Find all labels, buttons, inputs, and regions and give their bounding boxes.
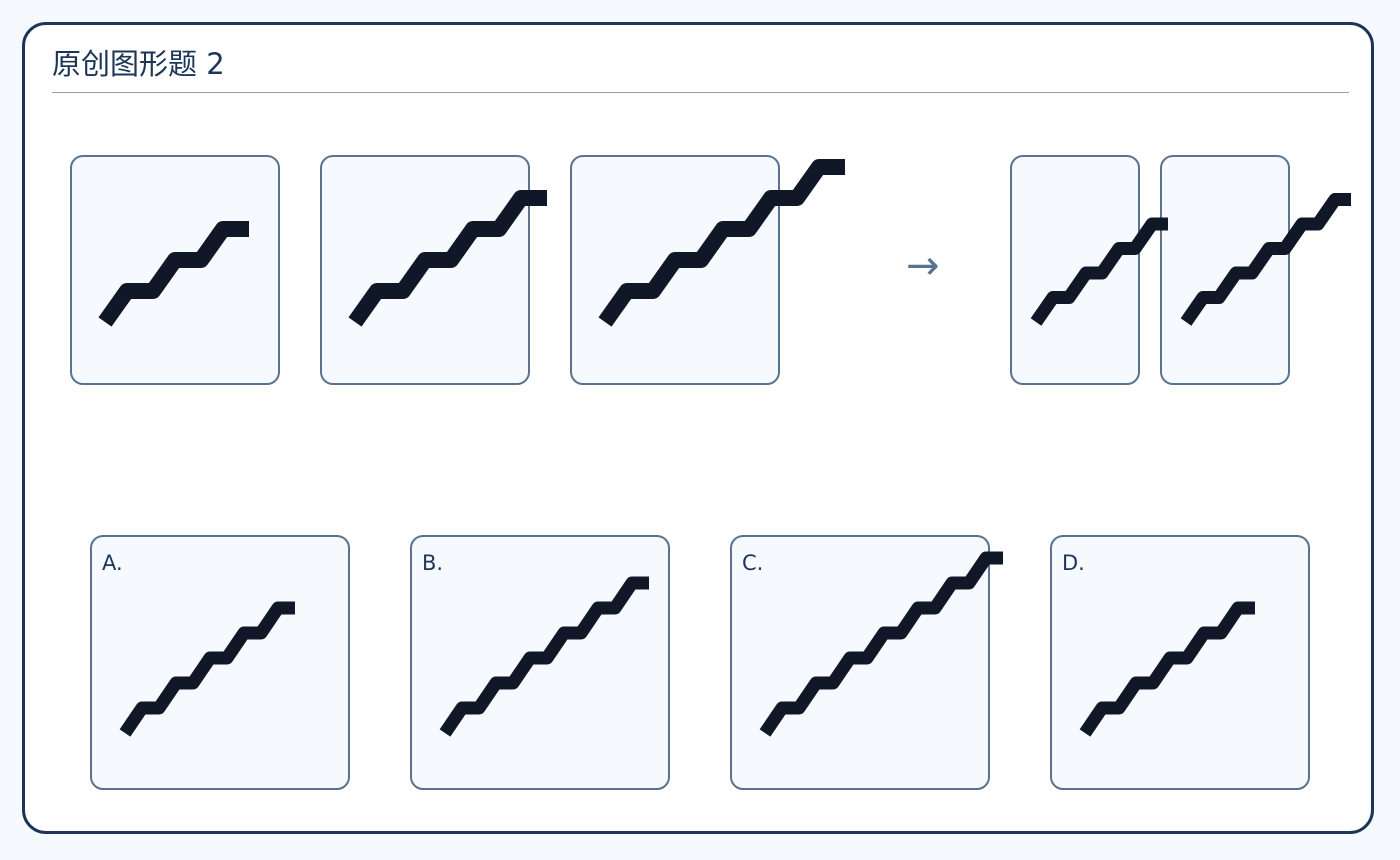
- option-d-panel[interactable]: [1050, 535, 1310, 790]
- sequence-arrow: →: [906, 243, 940, 289]
- sequence-panel-2: [320, 155, 530, 385]
- sequence-panel-1: [70, 155, 280, 385]
- option-c-label: C.: [742, 551, 764, 575]
- sequence-panel-4: [1010, 155, 1140, 385]
- sequence-panel-5: [1160, 155, 1290, 385]
- option-c-panel[interactable]: [730, 535, 990, 790]
- puzzle-title: 原创图形题 2: [52, 47, 225, 81]
- option-b-panel[interactable]: [410, 535, 670, 790]
- option-a-label: A.: [102, 551, 123, 575]
- title-divider: [52, 92, 1349, 93]
- option-a-panel[interactable]: [90, 535, 350, 790]
- sequence-panel-3: [570, 155, 780, 385]
- option-b-label: B.: [422, 551, 444, 575]
- option-d-label: D.: [1062, 551, 1085, 575]
